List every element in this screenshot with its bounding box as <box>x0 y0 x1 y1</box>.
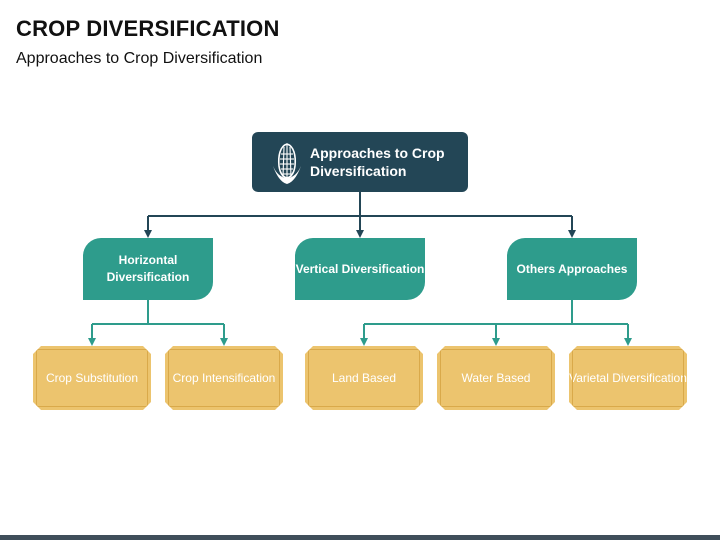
node-vertical-diversification: Vertical Diversification <box>295 238 425 300</box>
node-label: Horizontal Diversification <box>106 253 190 284</box>
slide-subtitle: Approaches to Crop Diversification <box>16 50 263 67</box>
footer-bar <box>0 535 720 540</box>
node-label: Crop Substitution <box>45 370 139 385</box>
node-land-based: Land Based <box>305 346 423 410</box>
node-crop-substitution: Crop Substitution <box>33 346 151 410</box>
horizontal-children-connectors <box>88 300 228 346</box>
corn-icon <box>273 143 301 184</box>
node-others-approaches: Others Approaches <box>507 238 637 300</box>
root-label: Approaches to Crop Diversification <box>310 145 445 179</box>
node-label: Land Based <box>331 370 397 385</box>
node-label: Vertical Diversification <box>295 261 425 276</box>
root-connectors <box>144 192 576 238</box>
node-varietal-diversification: Varietal Diversification <box>569 346 687 410</box>
others-children-connectors <box>360 300 632 346</box>
node-label: Water Based <box>461 370 531 385</box>
node-label: Others Approaches <box>516 261 628 276</box>
slide-title: CROP DIVERSIFICATION <box>16 16 280 41</box>
node-water-based: Water Based <box>437 346 555 410</box>
node-crop-intensification: Crop Intensification <box>165 346 283 410</box>
node-label: Crop Intensification <box>172 370 276 385</box>
root-node: Approaches to Crop Diversification <box>252 132 468 192</box>
node-horizontal-diversification: Horizontal Diversification <box>83 238 213 300</box>
node-label: Varietal Diversification <box>569 370 687 385</box>
